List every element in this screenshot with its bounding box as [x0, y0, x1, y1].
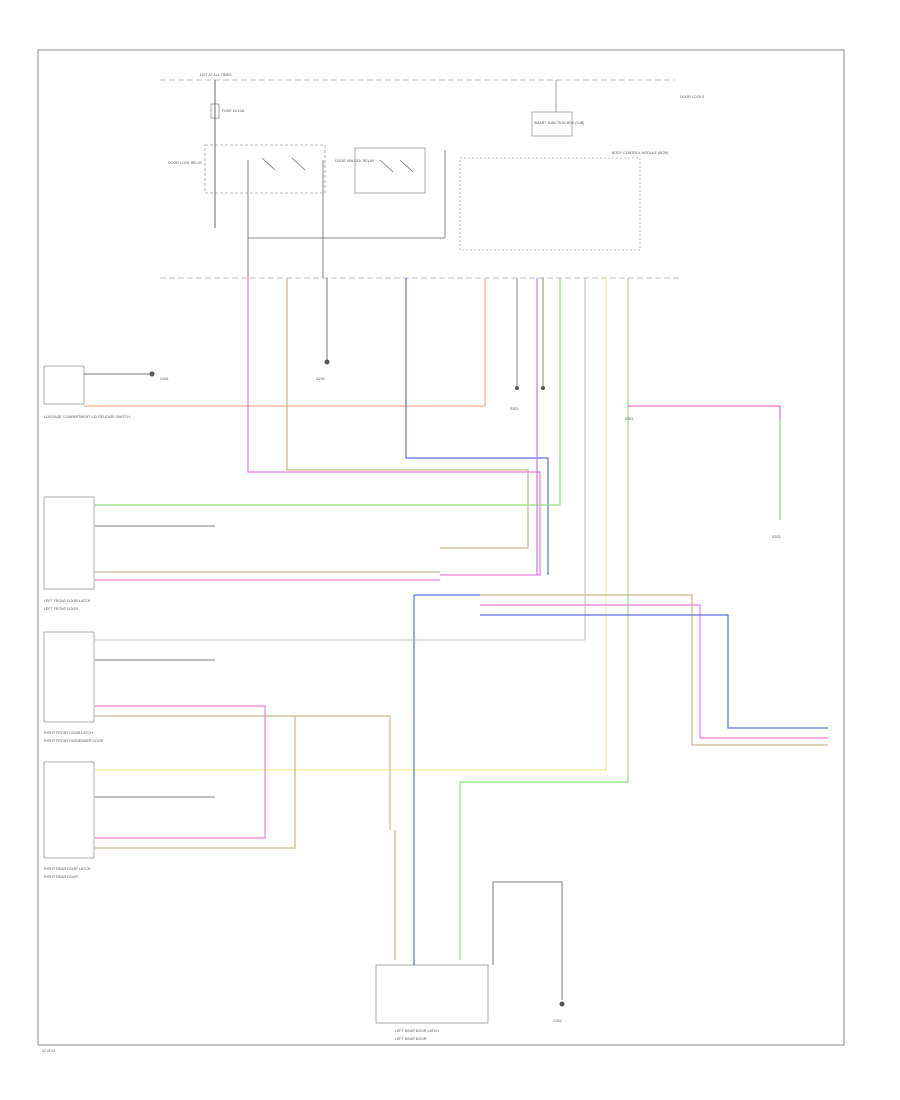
wire-yellow: [95, 278, 607, 771]
luggage-switch-box: [43, 365, 85, 405]
lr-door-box: [375, 964, 489, 1024]
rr-tan-wire: [95, 716, 296, 849]
luggage-ground-symbol: [149, 371, 155, 377]
rr-door-box: [43, 761, 95, 859]
relay-a-label: DOOR LOCK RELAY: [168, 161, 203, 165]
wire-tan: [286, 278, 529, 549]
rf-pink-wire: [95, 705, 266, 839]
rf-door-label: RIGHT FRONT DOOR LATCH: [44, 731, 93, 735]
ground-bottom-label: G302: [553, 1019, 562, 1023]
wire-blue: [405, 278, 549, 575]
relay-b-label: DOOR UNLOCK RELAY: [335, 159, 375, 163]
bcm-label: BODY CONTROL MODULE (BCM): [612, 151, 668, 155]
ground-top-symbol: [324, 359, 330, 365]
relay-contacts: [261, 157, 414, 173]
wire-magenta-right: [628, 405, 781, 520]
lf-door-label: LEFT FRONT DOOR LATCH: [44, 599, 91, 603]
lr-door-sub-label: LEFT REAR DOOR: [395, 1037, 427, 1041]
wire-pink-right: [480, 604, 828, 739]
luggage-switch-label: LUGGAGE COMPARTMENT LID RELEASE SWITCH: [44, 415, 130, 419]
lr-ground-wire: [492, 881, 563, 1000]
lr-door-label: LEFT REAR DOOR LATCH: [395, 1029, 439, 1033]
ground-bottom-symbol: [559, 1001, 565, 1007]
module-top-box: [531, 111, 573, 137]
splice-top-label: S301: [625, 417, 633, 421]
relay-box-b: [354, 147, 426, 194]
wire-green: [95, 278, 561, 506]
splice-right-label: S303: [772, 535, 780, 539]
wire-pink: [247, 278, 541, 576]
module-top-label: SMART JUNCTION BOX (SJB): [534, 121, 584, 125]
relay-box-a: [204, 144, 326, 194]
wire-blue-right: [480, 614, 828, 729]
fuse-label: FUSE 16 10A: [222, 109, 245, 113]
rf-door-box: [43, 631, 95, 723]
lf-door-sub-label: LEFT FRONT DOOR: [44, 607, 78, 611]
rf-door-sub-label: RIGHT FRONT PASSENGER DOOR: [44, 739, 104, 743]
fuse-symbol: [210, 103, 220, 119]
rr-door-sub-label: RIGHT REAR DOOR: [44, 875, 78, 879]
to-right-label: DOOR LOCKS: [680, 95, 705, 99]
wire-tan-right: [480, 594, 828, 746]
bcm-box: [459, 157, 641, 251]
wire-green-bottom: [459, 278, 629, 960]
diagram-frame: [37, 49, 845, 1046]
lf-door-box: [43, 496, 95, 590]
splice-mid-label: S302: [510, 407, 518, 411]
wire-orange: [84, 278, 486, 407]
hot-label: HOT AT ALL TIMES: [200, 73, 232, 77]
ground-left-label: G301: [160, 377, 169, 381]
rr-door-label: RIGHT REAR DOOR LATCH: [44, 867, 91, 871]
footer-code: 12 of 13: [42, 1049, 55, 1053]
ground-top-label: G201: [316, 377, 325, 381]
rf-tan-wire: [95, 715, 391, 830]
